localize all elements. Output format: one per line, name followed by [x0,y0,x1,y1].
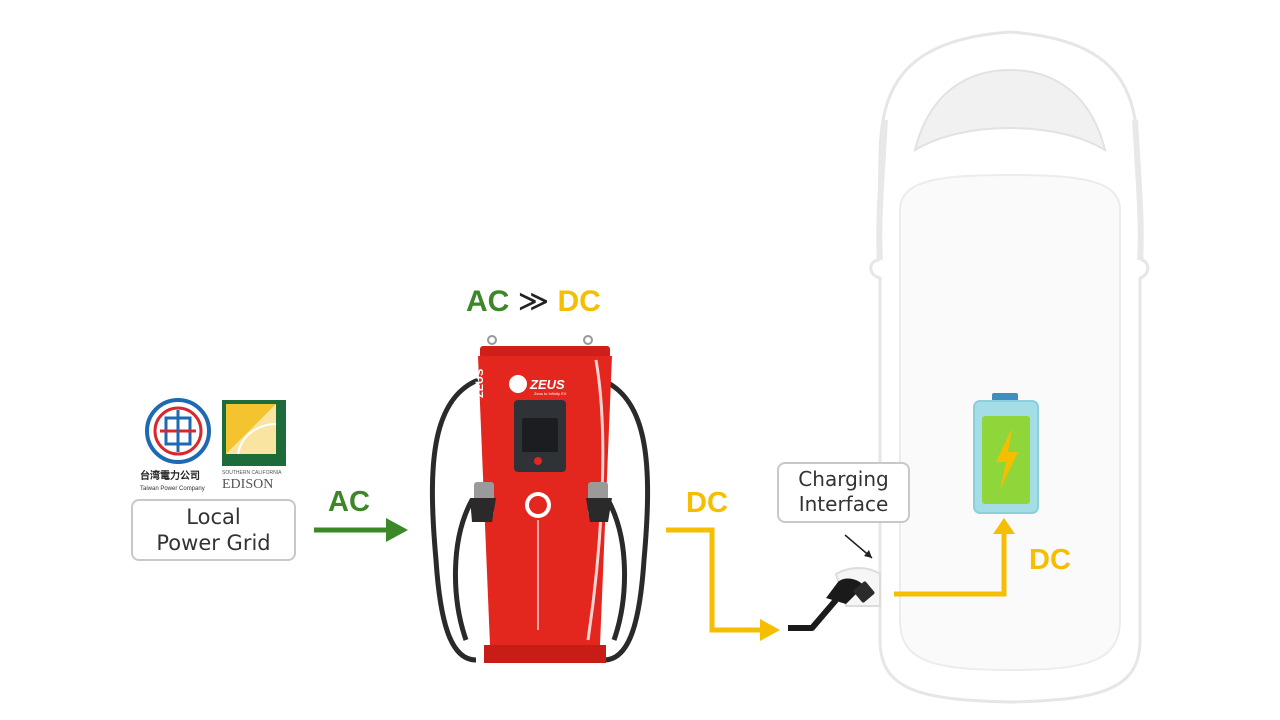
edison-logo-icon [222,400,286,466]
ac-input-label: AC [328,486,370,518]
conversion-title: AC ≫ DC [466,287,601,317]
charger-tagline: Zeus to Infinity EV [534,391,567,396]
conversion-dc: DC [557,285,601,318]
ac-input-arrowhead [386,518,408,542]
grid-box-line2: Power Grid [156,531,271,556]
interface-line2: Interface [798,492,889,516]
taipower-english-name: Taiwan Power Company [140,486,205,492]
dc-battery-label: DC [1029,544,1071,576]
taipower-chinese-name: 台湾電力公司 [140,471,200,482]
edison-name: EDISON [222,477,274,492]
charger-side-text: ZEUS [474,368,486,398]
conversion-ac: AC [466,285,510,318]
local-power-grid-box: Local Power Grid [131,499,296,561]
battery-icon [973,393,1039,514]
lightning-bolt-icon [996,428,1018,490]
car-outline-icon [869,30,1150,704]
charging-plug-icon [788,578,875,631]
taipower-logo-icon [145,398,211,464]
charger-brand: ZEUS [530,377,565,392]
dc-output-label: DC [686,487,728,519]
edison-subtitle: SOUTHERN CALIFORNIA [222,470,282,476]
dc-battery-arrowhead [993,518,1015,534]
charger-station-icon [429,335,651,663]
conversion-separator: ≫ [517,285,550,318]
dc-output-arrowhead [760,619,780,641]
interface-line1: Charging [798,467,889,491]
charging-interface-box: Charging Interface [777,462,910,523]
grid-box-line1: Local [186,505,241,529]
